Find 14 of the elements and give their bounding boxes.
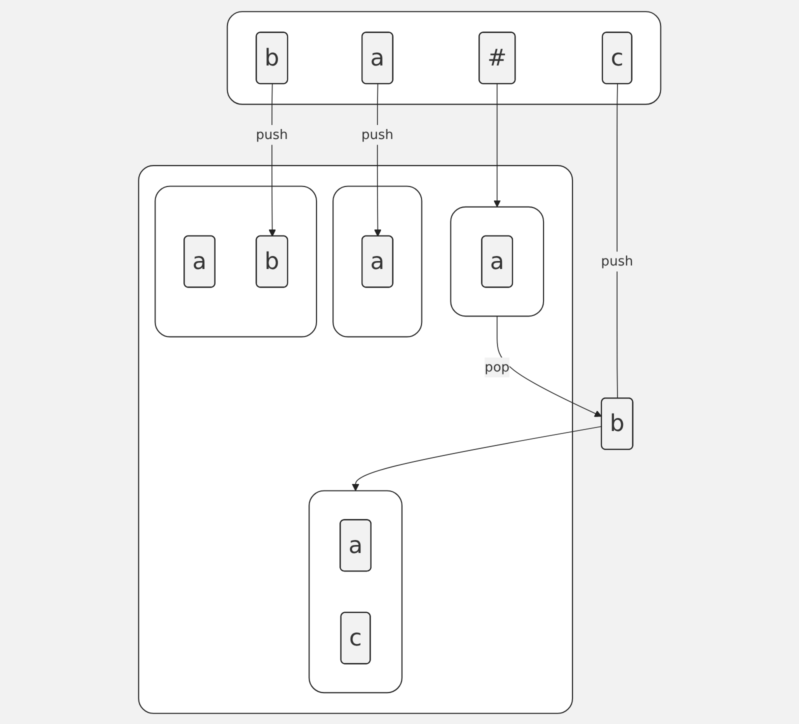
cluster: [138, 164, 573, 714]
edge-label: push: [256, 126, 288, 142]
arrow: [496, 315, 602, 416]
connector: [616, 83, 618, 398]
cluster: [332, 185, 422, 337]
arrow: [352, 426, 602, 491]
edge-label: push: [361, 126, 394, 142]
cluster: [226, 10, 662, 104]
cluster: [450, 206, 544, 316]
edge-label: push: [600, 252, 633, 268]
cluster: [154, 185, 317, 337]
cluster: [308, 490, 402, 693]
arrow: [493, 82, 501, 207]
edge-label: pop: [484, 358, 510, 374]
